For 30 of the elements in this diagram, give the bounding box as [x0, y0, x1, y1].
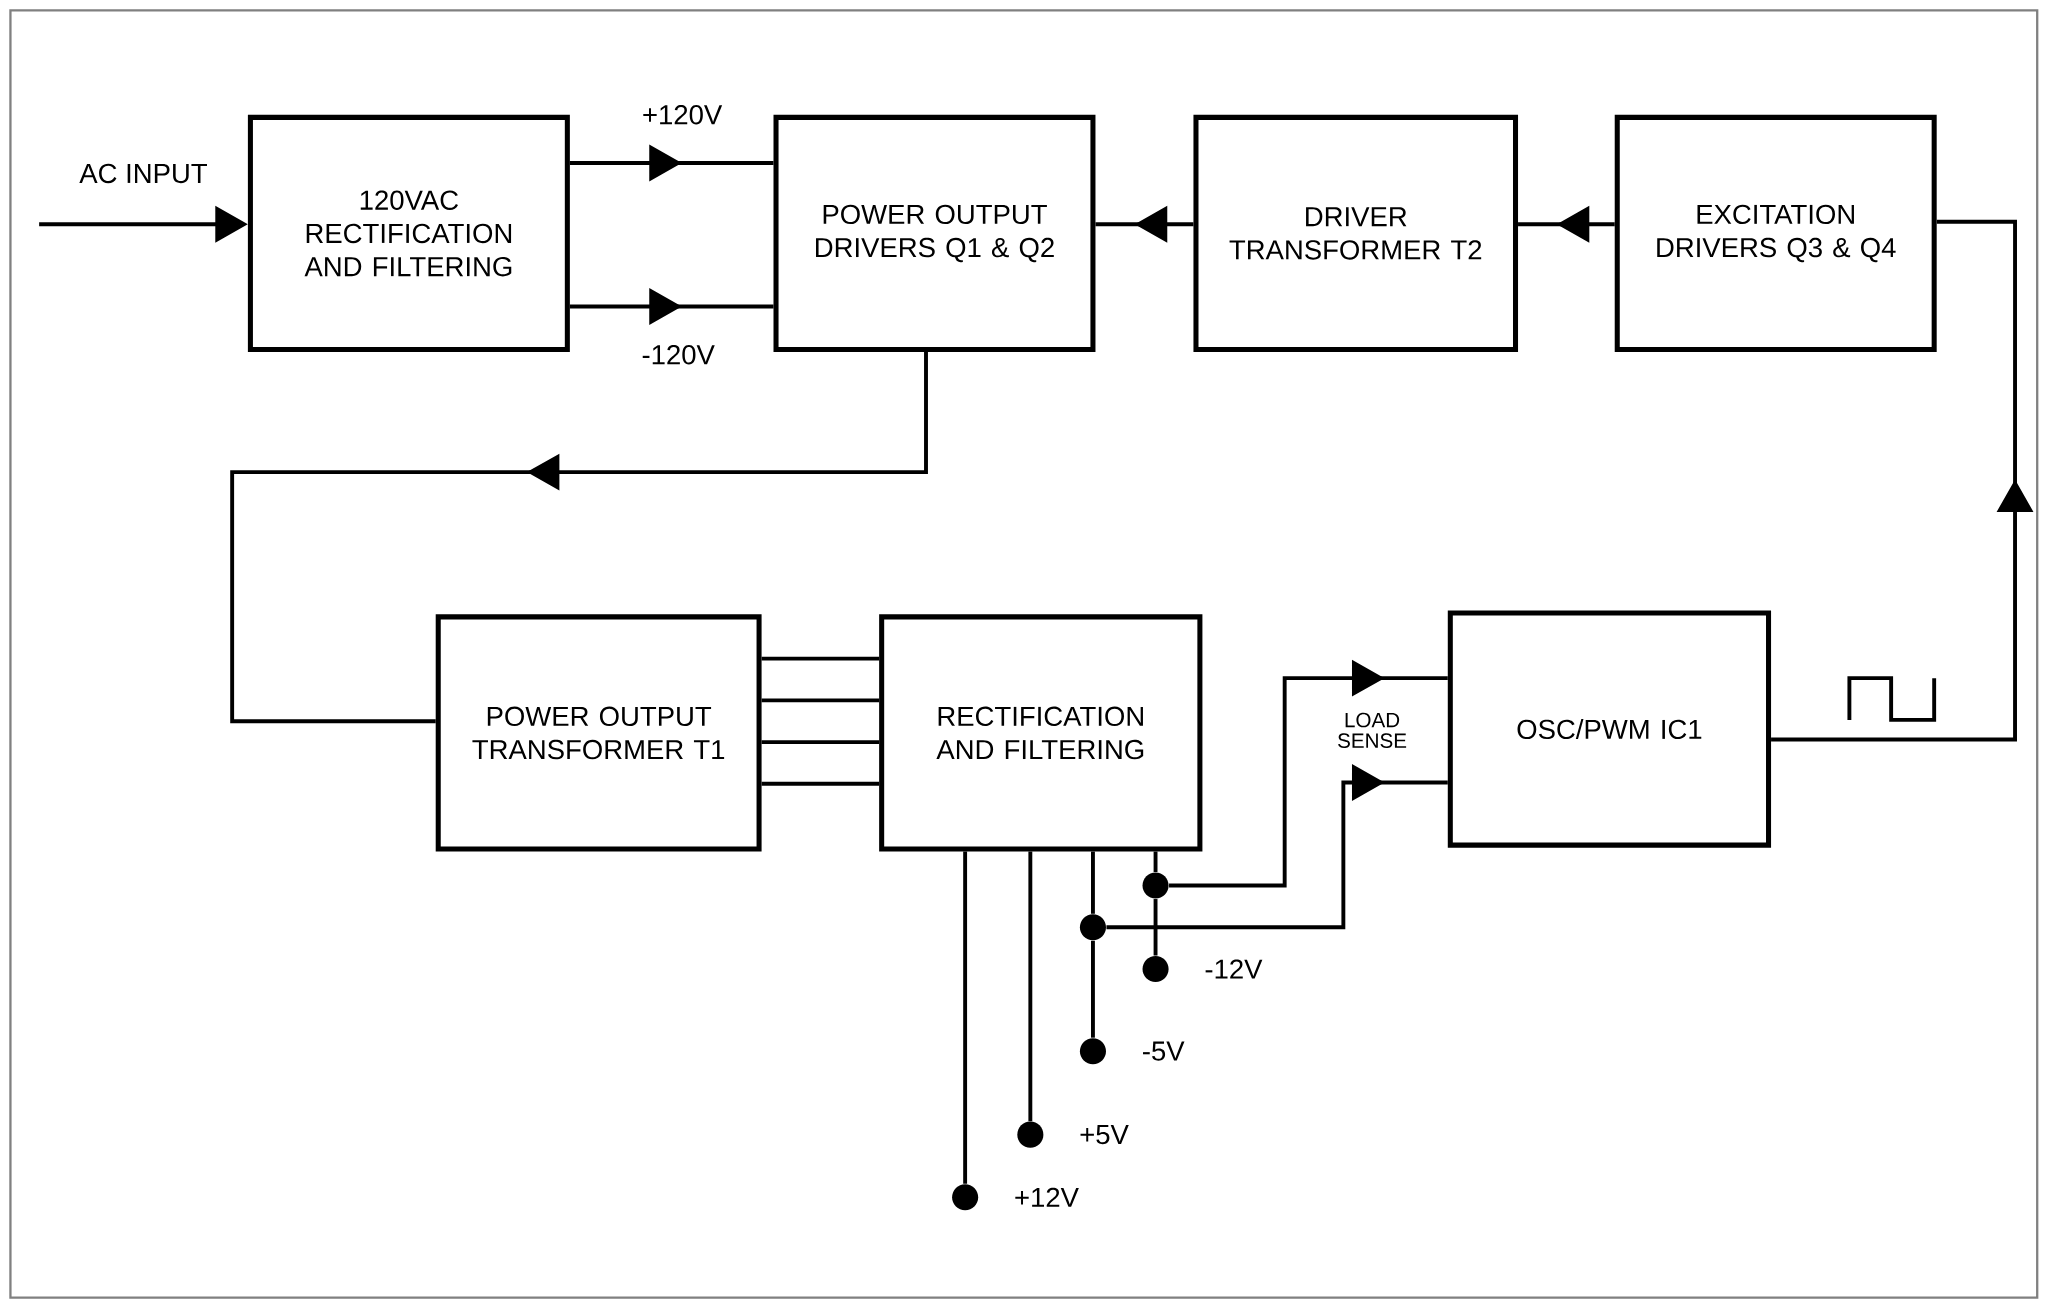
block-box: OSC/PWM IC1: [1447, 610, 1772, 848]
edge-label: -120V: [639, 342, 718, 367]
block-box: EXCITATION DRIVERS Q3 & Q4: [1614, 114, 1937, 353]
connector-line: [761, 698, 880, 703]
connector-line: [761, 740, 880, 745]
arrow: [1169, 659, 1448, 888]
junction-dot: [1079, 914, 1106, 941]
voltage-label: -5V: [1143, 1041, 1185, 1061]
voltage-label: -12V: [1205, 959, 1263, 979]
connector-line: [761, 656, 880, 661]
junction-dot: [1142, 872, 1169, 899]
block-box: RECTIFICATION AND FILTERING: [879, 614, 1203, 852]
block-box: DRIVER TRANSFORMER T2: [1193, 114, 1519, 353]
signal-label: LOAD SENSE: [1338, 712, 1407, 749]
voltage-label: +12V: [1015, 1187, 1079, 1207]
voltage-label: +5V: [1080, 1125, 1129, 1145]
block-box: 120VAC RECTIFICATION AND FILTERING: [247, 114, 570, 353]
connector-line: [1091, 851, 1095, 914]
edge-label: +120V: [639, 102, 725, 127]
block-box: POWER OUTPUT DRIVERS Q1 & Q2: [773, 114, 1096, 353]
block-box: POWER OUTPUT TRANSFORMER T1: [435, 614, 762, 852]
edge-label: AC INPUT: [77, 161, 210, 186]
connector-line: [1028, 851, 1033, 1122]
arrow: [1106, 764, 1448, 930]
arrow: [230, 352, 928, 724]
connector-line: [963, 851, 968, 1184]
connector-line: [1091, 940, 1095, 1038]
connector-line: [1153, 851, 1158, 873]
connector-line: [761, 781, 880, 786]
connector-line: [1153, 899, 1158, 956]
